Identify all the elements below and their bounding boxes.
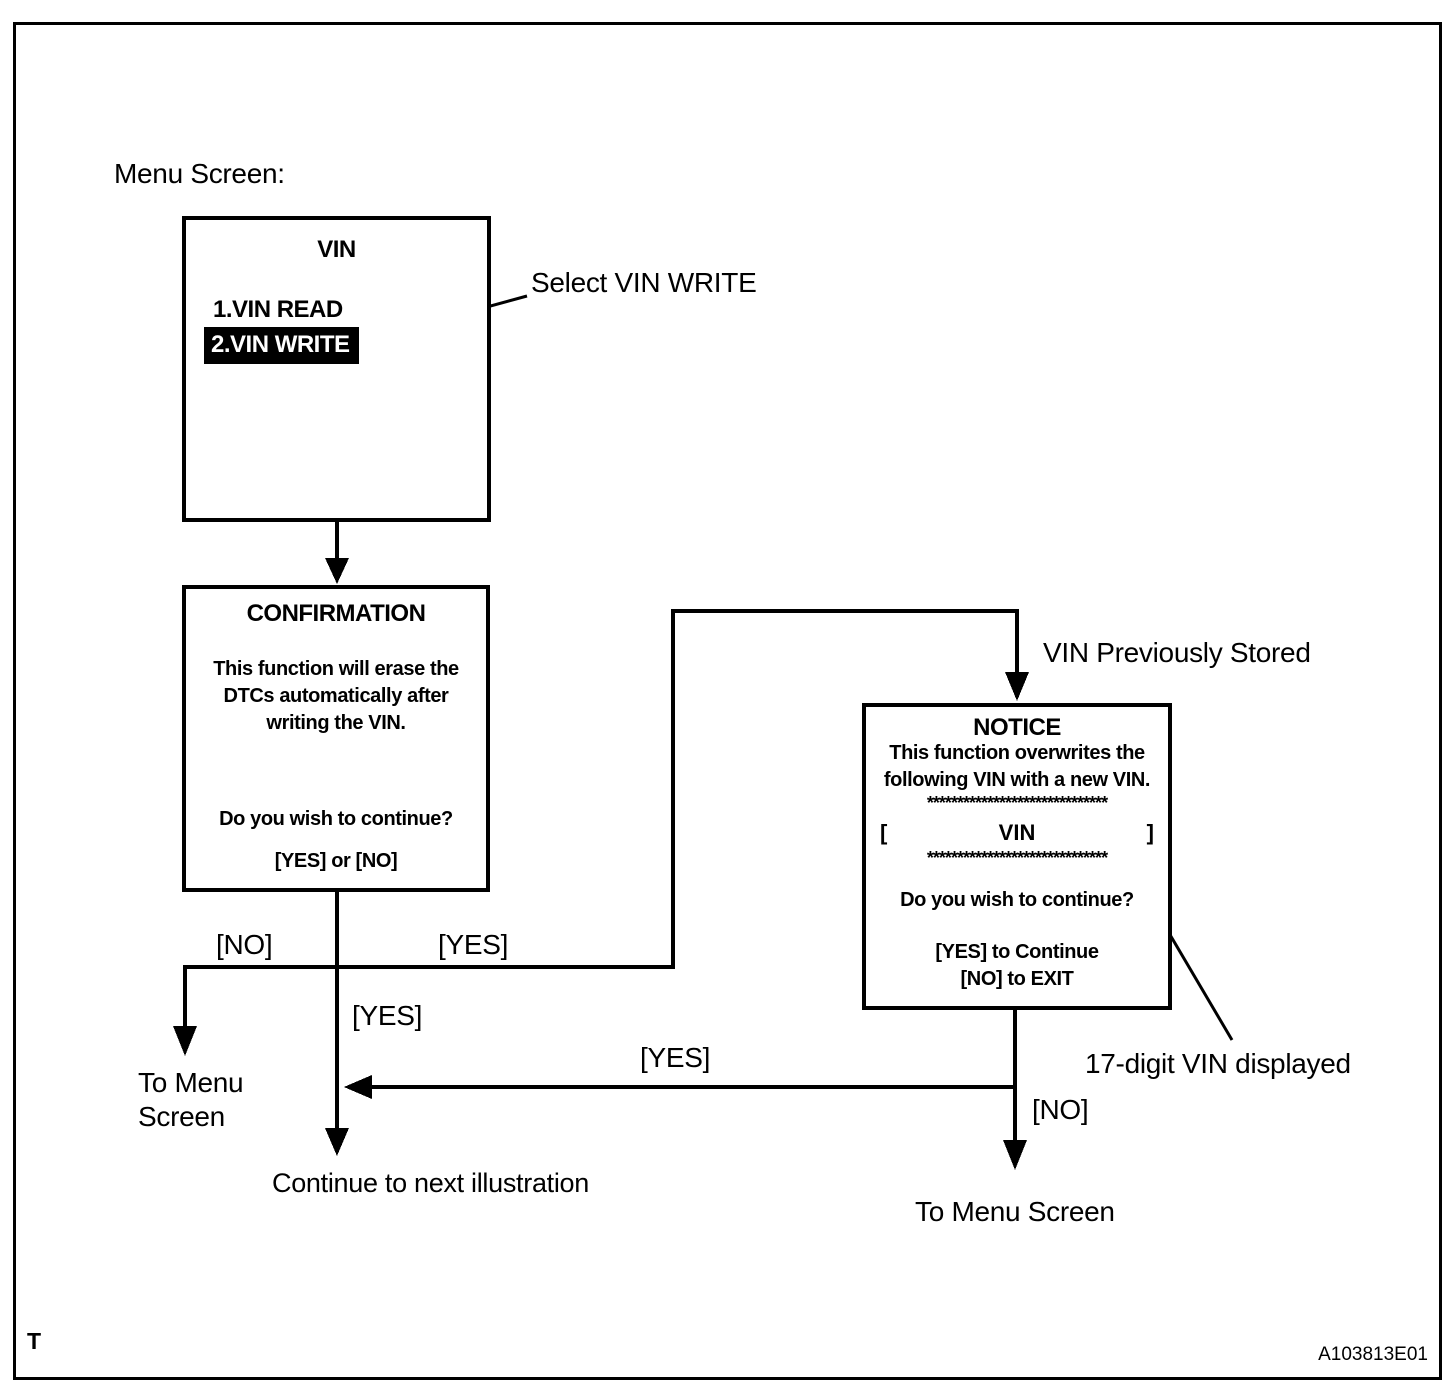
arrow-vin-to-confirmation (325, 522, 349, 584)
arrow-yes-return (344, 1075, 1015, 1099)
menu-screen-label: Menu Screen: (114, 158, 285, 189)
vin-menu-box: VIN 1.VIN READ 2.VIN WRITE (182, 216, 491, 522)
vin-menu-title: VIN (317, 236, 356, 263)
confirmation-body-line1: This function will erase the (213, 658, 459, 680)
notice-bracket-right: ] (1146, 820, 1154, 845)
confirmation-body-line3: writing the VIN. (266, 712, 406, 734)
menu-item-vin-read: 1.VIN READ (213, 296, 343, 323)
yes-down-branch-label: [YES] (352, 1000, 423, 1031)
notice-vin-value: VIN (998, 820, 1036, 845)
select-vin-write-label: Select VIN WRITE (531, 267, 757, 298)
confirmation-title: CONFIRMATION (246, 600, 426, 627)
to-menu-screen-right-label: To Menu Screen (915, 1196, 1115, 1227)
corner-mark: T (27, 1328, 41, 1354)
notice-option-yes: [YES] to Continue (935, 941, 1099, 963)
menu-item-vin-write-selected: 2.VIN WRITE (204, 327, 359, 364)
yes-return-branch-label: [YES] (640, 1042, 711, 1073)
arrow-notice-to-menu-right (1003, 1010, 1027, 1170)
notice-body-line1: This function overwrites the (889, 742, 1145, 764)
notice-title: NOTICE (973, 714, 1061, 741)
no-left-branch-label: [NO] (216, 929, 273, 960)
to-menu-screen-left-label: To Menu Screen (138, 1067, 244, 1132)
continue-next-label: Continue to next illustration (272, 1168, 589, 1198)
notice-bracket-left: [ (880, 820, 888, 845)
page-border (13, 22, 1442, 1380)
arrow-no-to-menu-left (173, 965, 197, 1056)
notice-box: NOTICE This function overwrites the foll… (862, 703, 1172, 1010)
confirmation-question: Do you wish to continue? (219, 808, 453, 830)
notice-option-no: [NO] to EXIT (960, 968, 1074, 990)
notice-stars-bottom: ****************************** (926, 848, 1108, 868)
figure-code: A103813E01 (1318, 1344, 1428, 1365)
notice-question: Do you wish to continue? (900, 889, 1134, 911)
seventeen-digit-vin-label: 17-digit VIN displayed (1085, 1048, 1351, 1079)
arrow-confirmation-to-continue (325, 892, 349, 1156)
confirmation-options: [YES] or [NO] (274, 850, 398, 872)
arrow-yes-to-notice (671, 609, 1029, 969)
confirmation-box: CONFIRMATION This function will erase th… (182, 585, 490, 892)
notice-body-line2: following VIN with a new VIN. (883, 769, 1151, 791)
confirmation-body-line2: DTCs automatically after (223, 685, 449, 707)
vin-previously-stored-label: VIN Previously Stored (1043, 637, 1311, 668)
notice-vin-row: [ VIN ] (880, 820, 1154, 846)
no-notice-branch-label: [NO] (1032, 1094, 1089, 1125)
notice-stars-top: ****************************** (926, 793, 1108, 813)
yes-right-branch-label: [YES] (438, 929, 509, 960)
